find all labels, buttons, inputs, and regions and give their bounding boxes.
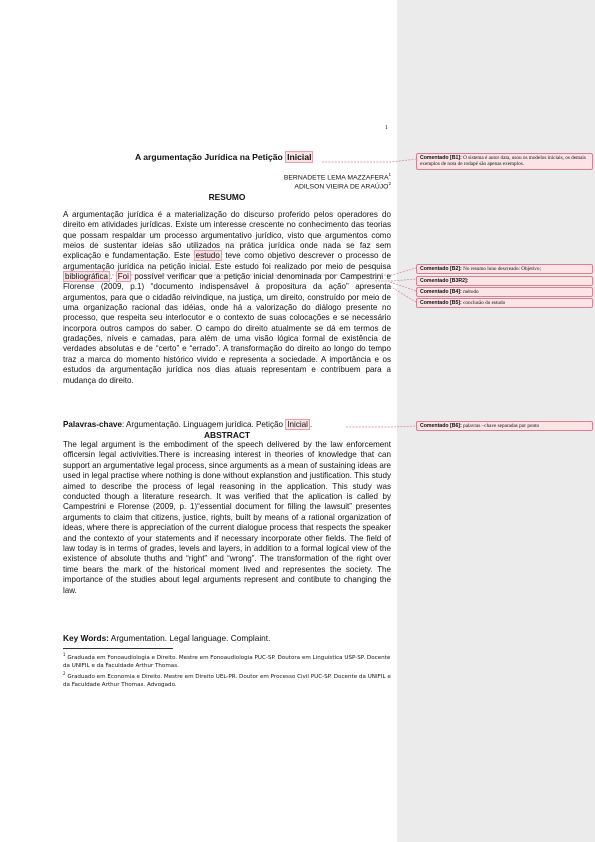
page-number: 1 [385, 125, 388, 131]
abstract-paragraph: The legal argument is the embodiment of … [63, 440, 391, 595]
author-2-name: ADILSON VIEIRA DE ARAÚJO [294, 183, 389, 191]
highlight-foi[interactable]: Foi [115, 271, 131, 283]
author-1-mark[interactable]: 1 [388, 172, 391, 177]
footnote-2: 2 Graduado em Economia e Direito. Mestre… [63, 671, 391, 689]
comment-b5[interactable]: Comentado [B5]: conclusão do estudo [416, 298, 593, 308]
author-2-mark[interactable]: 2 [388, 181, 391, 186]
highlight-estudo[interactable]: estudo [193, 250, 222, 262]
title-highlight-inicial[interactable]: Inicial [285, 151, 314, 163]
key-words: Key Words: Argumentation. Legal language… [63, 633, 271, 643]
resumo-heading: RESUMO [208, 192, 246, 202]
highlight-bibliografica[interactable]: bibliográfica [63, 271, 110, 283]
title-text: A argumentação Jurídica na Petição [135, 152, 286, 162]
author-2: ADILSON VIEIRA DE ARAÚJO2 [294, 181, 391, 190]
comment-b6[interactable]: Comentado [B6]: palavras –chave separada… [416, 421, 593, 431]
abstract-heading: ABSTRACT [203, 430, 251, 440]
comment-b4[interactable]: Comentado [B4]: método [416, 287, 593, 297]
footnote-1: 1 Graduada em Fonoaudiologia e Direito. … [63, 652, 391, 670]
palavras-chave: Palavras-chave: Argumentação. Linguagem … [63, 419, 313, 430]
author-1: BERNADETE LEMA MAZZAFERA1 [284, 172, 391, 181]
comment-b1[interactable]: Comentado [B1]: O sistema é autor data, … [416, 153, 593, 170]
comment-b2[interactable]: Comentado [B2]: No resumo luno descreado… [416, 264, 593, 274]
author-1-name: BERNADETE LEMA MAZZAFERA [283, 174, 389, 182]
document-title: A argumentação Jurídica na Petição Inici… [135, 151, 314, 163]
footnote-divider [63, 648, 173, 649]
resumo-paragraph: A argumentação jurídica é a materializaç… [63, 210, 391, 385]
highlight-palavras-inicial[interactable]: Inicial [285, 419, 310, 430]
comment-b3r2[interactable]: Comentado [B3R2]: [416, 276, 593, 286]
